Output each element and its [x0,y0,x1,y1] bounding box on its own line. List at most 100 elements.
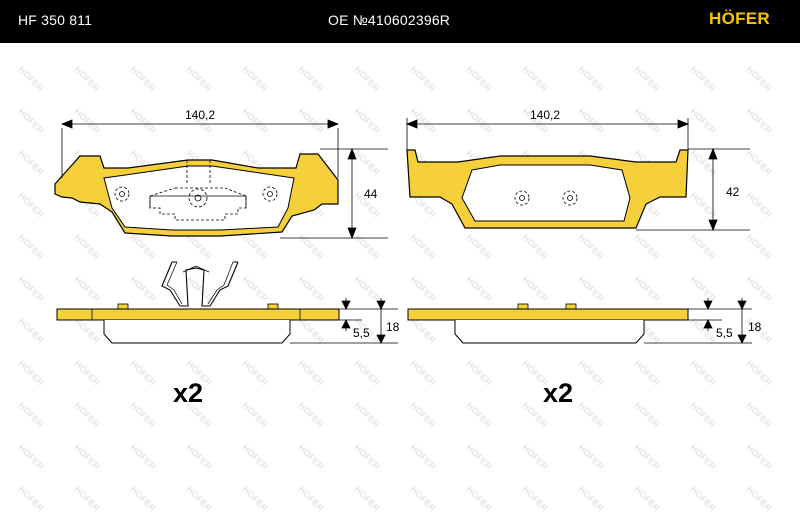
watermark-text: HÖFER [689,400,719,430]
right-width-label: 140,2 [530,108,560,122]
right-height-dimension [636,147,750,232]
right-thickness-label: 18 [748,320,762,334]
oe-number: OE №410602396R [328,12,451,28]
right-backing-label: 5,5 [716,326,733,340]
watermark-text: HÖFER [689,64,719,94]
watermark-text: HÖFER [521,232,551,262]
spring-clip [161,261,239,307]
watermark-text: HÖFER [633,106,663,136]
watermark-text: HÖFER [745,442,775,472]
left-width-dimension [60,119,340,178]
watermark-text: HÖFER [73,106,103,136]
watermark-text: HÖFER [73,358,103,388]
watermark-text: HÖFER [689,232,719,262]
watermark-text: HÖFER [409,358,439,388]
left-height-dimension [280,147,388,240]
left-pad-side-view [56,303,340,344]
watermark-text: HÖFER [241,232,271,262]
watermark-text: HÖFER [689,106,719,136]
watermark-text: HÖFER [577,400,607,430]
watermark-text: HÖFER [465,64,495,94]
watermark-text: HÖFER [17,400,47,430]
watermark-text: HÖFER [241,400,271,430]
watermark-text: HÖFER [465,106,495,136]
watermark-text: HÖFER [17,64,47,94]
watermark-text: HÖFER [73,400,103,430]
watermark-text: HÖFER [17,316,47,346]
watermark-text: HÖFER [465,400,495,430]
watermark-text: HÖFER [409,64,439,94]
watermark-text: HÖFER [17,232,47,262]
watermark-text: HÖFER [409,400,439,430]
watermark-text: HÖFER [129,232,159,262]
watermark-text: HÖFER [297,274,327,304]
left-thickness-dimension [290,298,398,344]
watermark-text: HÖFER [185,232,215,262]
watermark-text: HÖFER [409,484,439,514]
right-thickness-dimension [644,298,752,344]
watermark-text: HÖFER [465,484,495,514]
watermark-layer: HÖFER HÖFER HÖFER HÖFER HÖFER HÖFER HÖFER HÖFER… [17,64,775,514]
watermark-text: HÖFER [73,274,103,304]
watermark-text: HÖFER [577,106,607,136]
watermark-text: HÖFER [129,274,159,304]
right-width-dimension [405,118,690,150]
watermark-text: HÖFER [241,442,271,472]
watermark-text: HÖFER [185,484,215,514]
watermark-text: HÖFER [17,106,47,136]
left-backing-label: 5,5 [353,326,370,340]
right-quantity: x2 [543,378,573,408]
watermark-text: HÖFER [633,400,663,430]
watermark-text: HÖFER [633,442,663,472]
watermark-text: HÖFER [745,232,775,262]
watermark-text: HÖFER [633,232,663,262]
right-pad-front-view [406,149,689,229]
watermark-text: HÖFER [297,316,327,346]
watermark-text: HÖFER [353,64,383,94]
watermark-text: HÖFER [297,358,327,388]
watermark-text: HÖFER [689,274,719,304]
watermark-text: HÖFER [241,106,271,136]
watermark-text: HÖFER [353,358,383,388]
watermark-text: HÖFER [689,190,719,220]
watermark-text: HÖFER [745,358,775,388]
watermark-text: HÖFER [353,274,383,304]
watermark-text: HÖFER [409,274,439,304]
watermark-text: HÖFER [577,64,607,94]
right-height-label: 42 [726,185,740,199]
watermark-text: HÖFER [73,316,103,346]
right-pad-side-view [407,303,689,344]
watermark-text: HÖFER [577,484,607,514]
watermark-text: HÖFER [689,358,719,388]
watermark-text: HÖFER [73,232,103,262]
watermark-text: HÖFER [297,400,327,430]
watermark-text: HÖFER [745,106,775,136]
watermark-text: HÖFER [17,148,47,178]
watermark-text: HÖFER [689,484,719,514]
watermark-text: HÖFER [521,442,551,472]
watermark-text: HÖFER [241,358,271,388]
brand-logo: HÖFER [709,9,770,28]
watermark-text: HÖFER [353,232,383,262]
watermark-text: HÖFER [745,148,775,178]
watermark-text: HÖFER [745,190,775,220]
watermark-text: HÖFER [689,316,719,346]
watermark-text: HÖFER [353,442,383,472]
watermark-text: HÖFER [745,484,775,514]
watermark-text: HÖFER [465,358,495,388]
watermark-text: HÖFER [409,442,439,472]
watermark-text: HÖFER [353,400,383,430]
part-number: HF 350 811 [18,12,93,28]
watermark-text: HÖFER [353,484,383,514]
watermark-text: HÖFER [73,64,103,94]
watermark-text: HÖFER [129,358,159,388]
watermark-text: HÖFER [17,484,47,514]
watermark-text: HÖFER [297,106,327,136]
watermark-text: HÖFER [185,64,215,94]
watermark-text: HÖFER [521,274,551,304]
watermark-text: HÖFER [185,442,215,472]
watermark-text: HÖFER [689,442,719,472]
watermark-text: HÖFER [297,232,327,262]
watermark-text: HÖFER [73,484,103,514]
